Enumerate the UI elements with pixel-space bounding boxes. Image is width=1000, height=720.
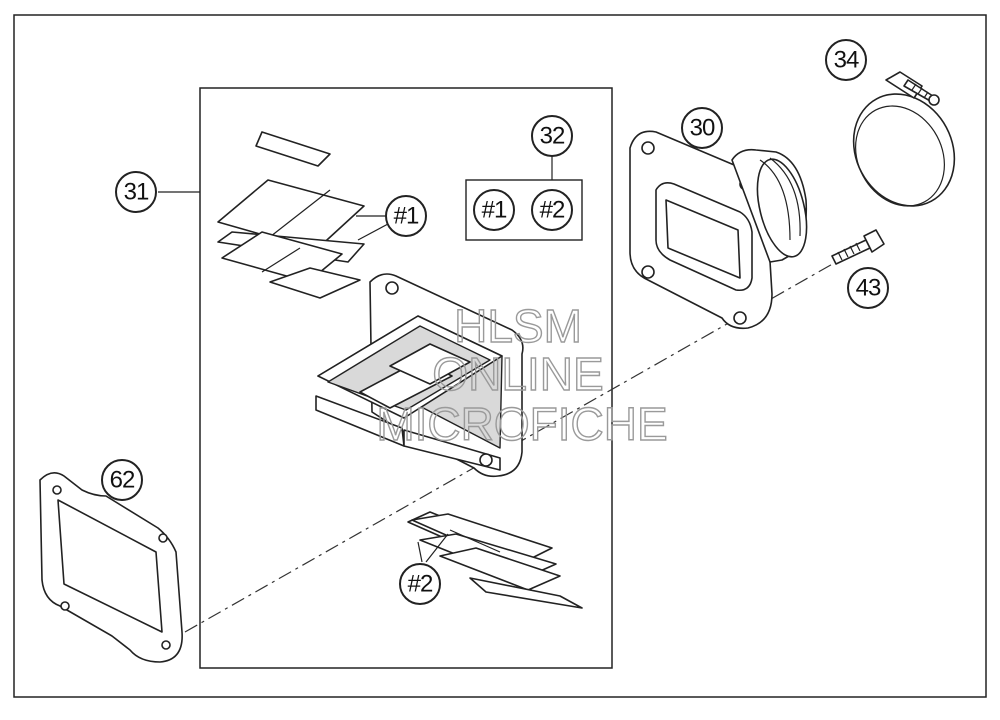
part-30-intake-flange xyxy=(629,130,808,330)
callout-kit-2[interactable]: #2 xyxy=(531,189,573,231)
kit-box-32 xyxy=(465,179,583,241)
part-34-hose-clamp xyxy=(852,71,956,207)
callout-32-label: 32 xyxy=(540,123,565,150)
callout-30-circle xyxy=(681,107,723,149)
watermark-line-2: ONLINE xyxy=(432,348,603,400)
reed-valve-block xyxy=(315,273,524,478)
callout-43-label: 43 xyxy=(856,275,881,302)
callout-30-label: 30 xyxy=(690,115,715,142)
part-62-gasket xyxy=(39,472,183,663)
callout-62-circle xyxy=(101,459,143,501)
callout-43[interactable]: 43 xyxy=(847,267,889,309)
callout-group-2-label: #2 xyxy=(408,571,433,598)
callout-34-label: 34 xyxy=(834,47,859,74)
callout-group-1[interactable]: #1 xyxy=(385,195,427,237)
callout-group-2[interactable]: #2 xyxy=(399,563,441,605)
callout-group-1-circle xyxy=(385,195,427,237)
callout-kit-2-circle xyxy=(531,189,573,231)
kit-box-31 xyxy=(199,87,613,669)
callout-31-circle xyxy=(115,171,157,213)
callout-32-circle xyxy=(531,115,573,157)
callout-30[interactable]: 30 xyxy=(681,107,723,149)
reed-petals-group-2 xyxy=(407,511,583,609)
callout-34[interactable]: 34 xyxy=(825,39,867,81)
callout-kit-2-label: #2 xyxy=(540,197,565,224)
callout-group-1-label: #1 xyxy=(394,203,419,230)
watermark: HLSM ONLINE MICROFICHE xyxy=(376,299,669,450)
callout-34-circle xyxy=(825,39,867,81)
watermark-line-3: MICROFICHE xyxy=(376,398,667,450)
callout-kit-1-circle xyxy=(473,189,515,231)
watermark-line-1: HLSM xyxy=(454,300,582,352)
callout-31-label: 31 xyxy=(124,179,149,206)
part-43-screw xyxy=(831,229,885,265)
callout-62[interactable]: 62 xyxy=(101,459,143,501)
reed-petals-group-1 xyxy=(217,131,389,299)
callout-kit-1[interactable]: #1 xyxy=(473,189,515,231)
callout-43-circle xyxy=(847,267,889,309)
callout-group-2-circle xyxy=(399,563,441,605)
callout-32[interactable]: 32 xyxy=(531,115,573,157)
callout-62-label: 62 xyxy=(110,467,135,494)
outer-frame xyxy=(13,14,987,698)
callout-kit-1-label: #1 xyxy=(482,197,507,224)
callout-31[interactable]: 31 xyxy=(115,171,157,213)
